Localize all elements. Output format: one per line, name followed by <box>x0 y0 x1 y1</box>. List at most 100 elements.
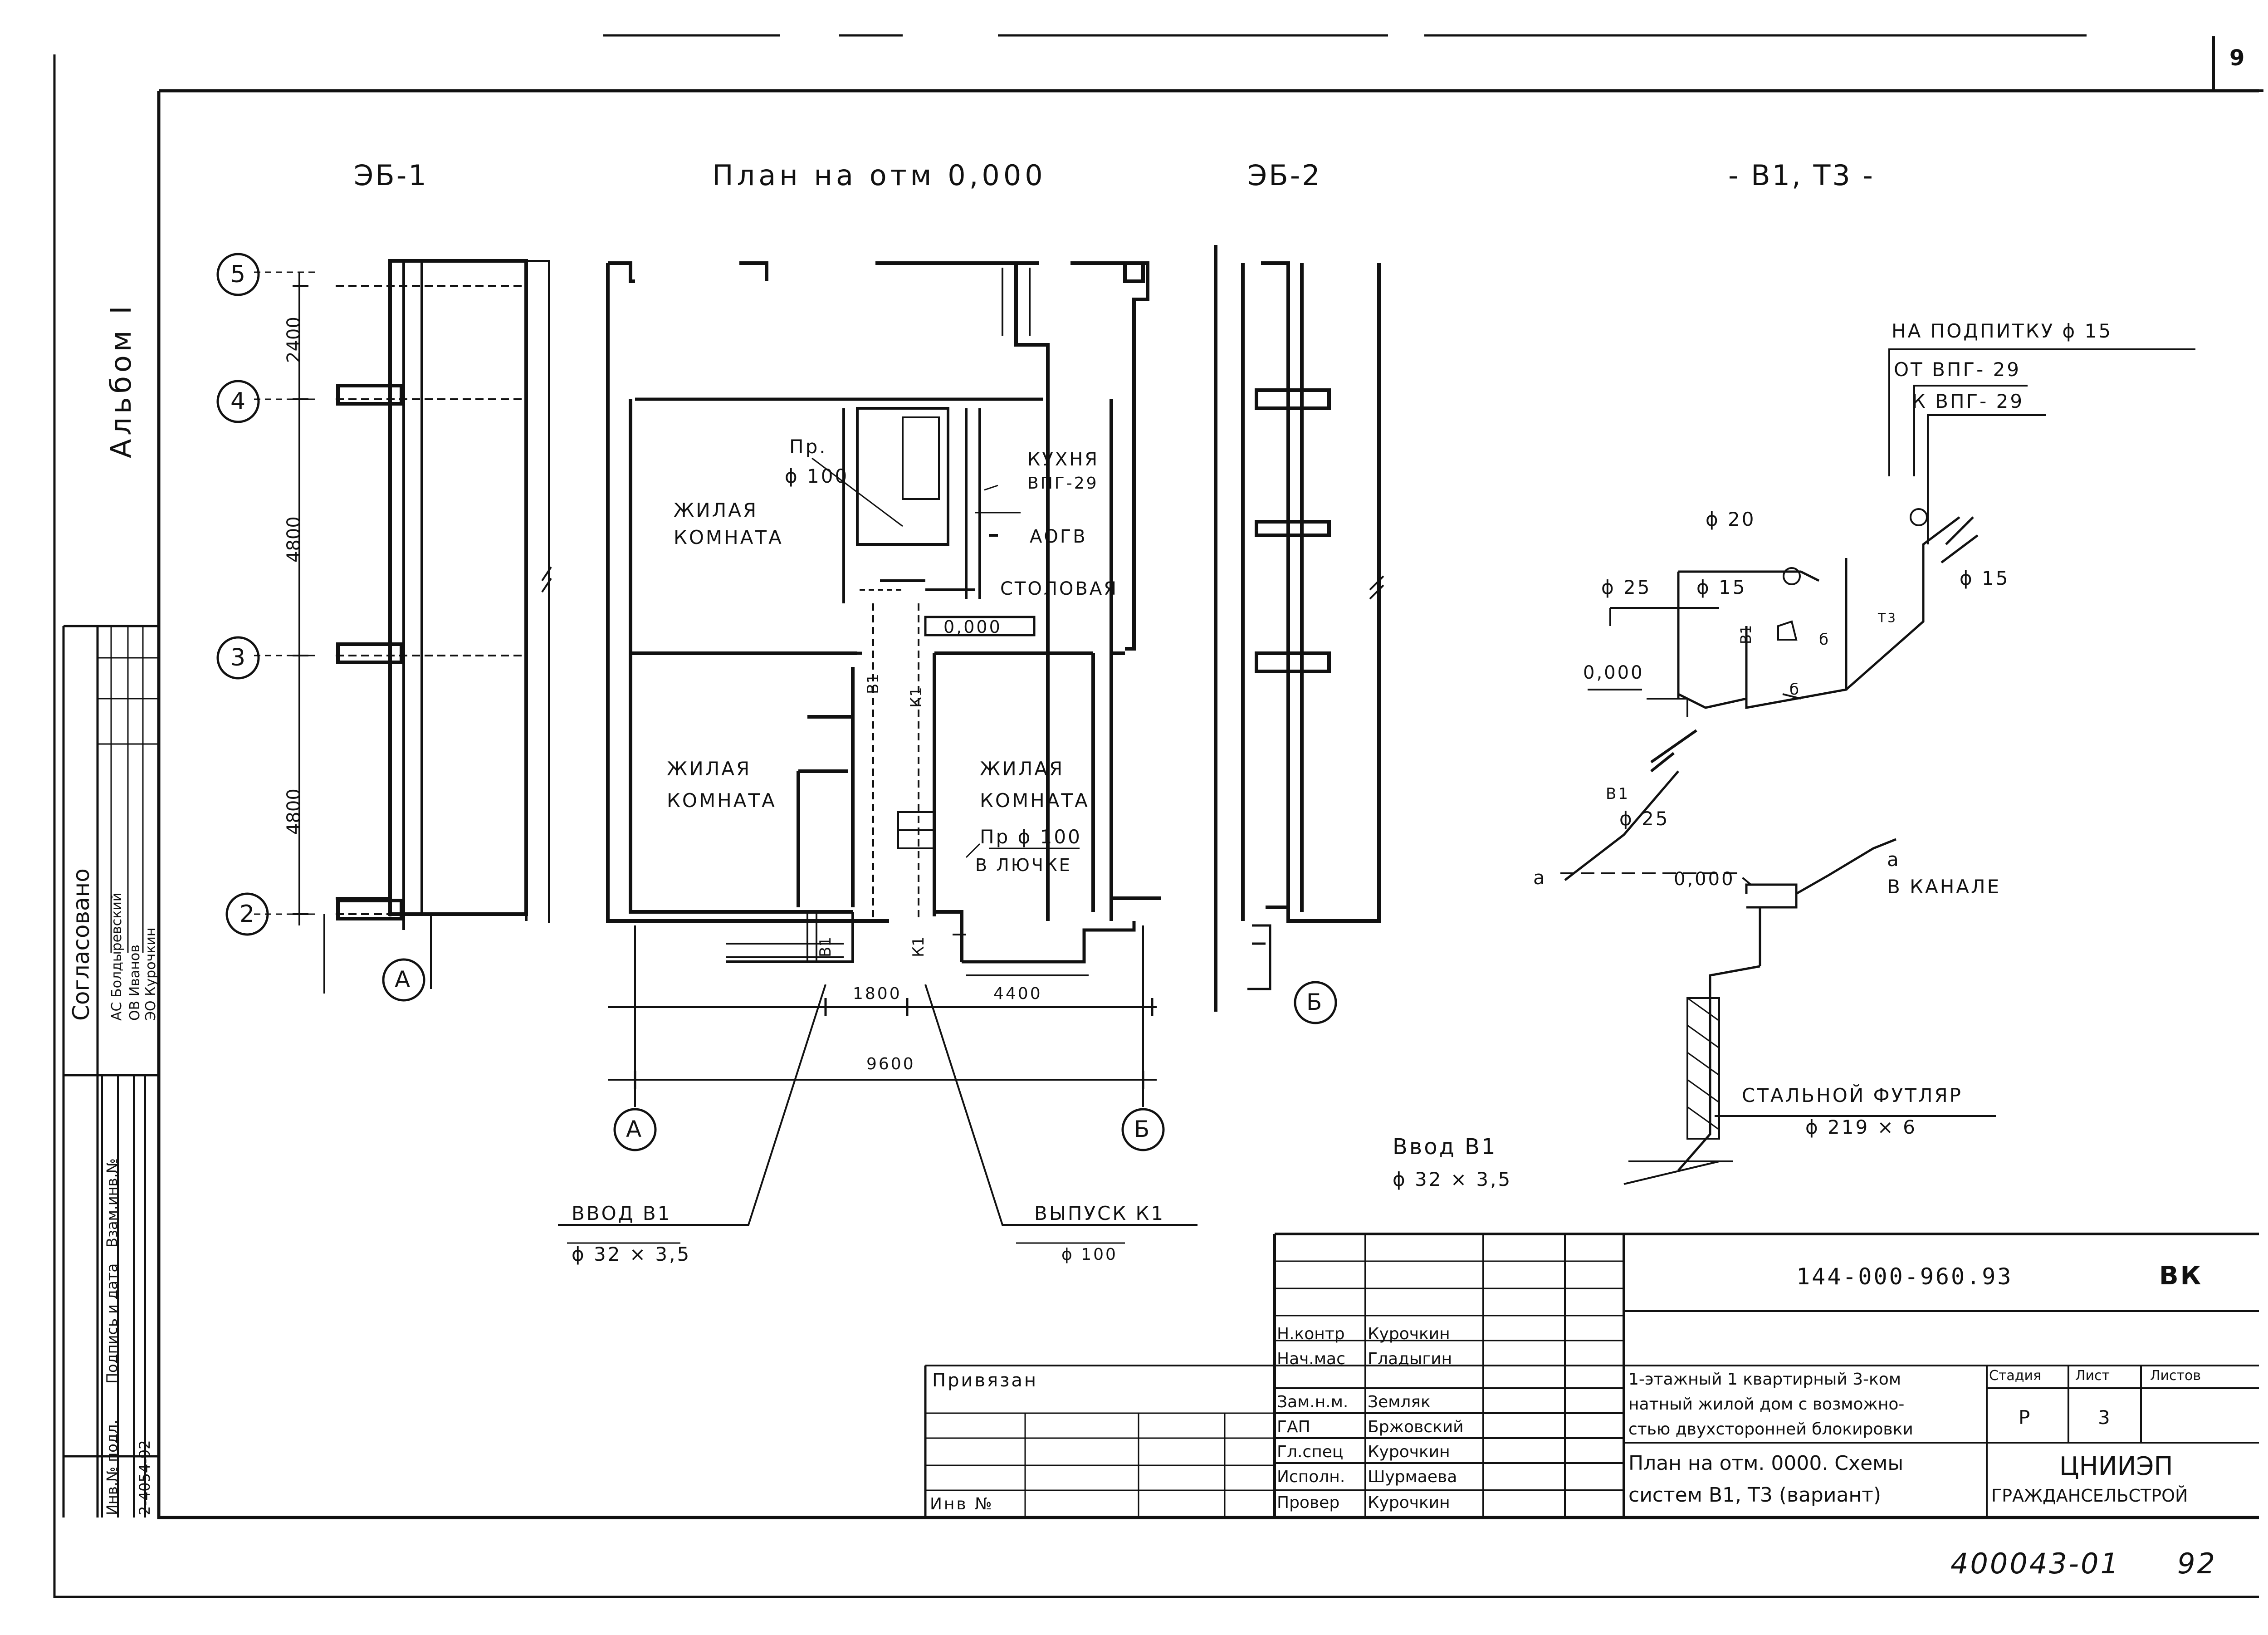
scheme-from-vpg: ОТ ВПГ- 29 <box>1894 358 2021 381</box>
side-row-eo: ЭО Курочкин <box>143 927 159 1021</box>
name-1: Курочкин <box>1368 1325 1450 1343</box>
scheme-section-a-right: а <box>1887 848 1901 871</box>
inv-label: Инв № <box>930 1495 994 1513</box>
list-value: 3 <box>2098 1406 2110 1429</box>
room-living2-line2: КОМНАТА <box>667 789 777 812</box>
drain-hatch-label: Пр ϕ 100 <box>980 826 1082 848</box>
doc-section: ВК <box>2159 1261 2203 1291</box>
axis-a-main: А <box>626 1116 644 1142</box>
side-inv-number: 2-4054-92 <box>136 1440 153 1515</box>
scheme-input-diameter: ϕ 32 × 3,5 <box>1393 1168 1512 1190</box>
name-7: Курочкин <box>1368 1493 1450 1512</box>
sheet-number: 9 <box>2229 45 2247 71</box>
scheme-level-upper: 0,000 <box>1583 662 1644 683</box>
side-podpis: Подпись и дата <box>103 1263 121 1384</box>
level-mark-plan: 0,000 <box>943 617 1002 637</box>
role-zam: Зам.н.м. <box>1277 1393 1349 1411</box>
list-header: Лист <box>2075 1368 2110 1384</box>
scheme-riser-t3: Т3 <box>1878 610 1897 625</box>
room-living2-line1: ЖИЛАЯ <box>667 758 752 780</box>
name-6: Шурмаева <box>1368 1468 1457 1486</box>
dim-4400: 4400 <box>993 984 1042 1003</box>
title-block <box>924 1233 2259 1518</box>
scheme-level-lower: 0,000 <box>1674 869 1735 890</box>
scheme-d15-right: ϕ 15 <box>1960 567 2010 589</box>
systems-scheme <box>1560 348 2195 1185</box>
input-b1-label: ВВОД В1 <box>572 1202 672 1224</box>
pipe-k1-label: К1 <box>907 687 925 708</box>
drain-hatch-note: В ЛЮЧКЕ <box>975 855 1072 875</box>
axis-b-main: Б <box>1134 1116 1152 1142</box>
privyazan-label: Привязан <box>932 1370 1038 1391</box>
title-eb2: ЭБ-2 <box>1247 159 1322 192</box>
role-gap: ГАП <box>1277 1418 1310 1436</box>
eb1-plan <box>216 253 552 1002</box>
side-vzam: Взам.инв.№ <box>103 1158 121 1248</box>
side-soglasovano: Согласовано <box>68 868 94 1021</box>
title-eb1: ЭБ-1 <box>354 159 428 192</box>
room-living1-line2: КОМНАТА <box>674 526 783 548</box>
scheme-riser-b1: В1 <box>1737 625 1755 644</box>
role-prover: Провер <box>1277 1493 1340 1512</box>
axis-2: 2 <box>240 901 257 928</box>
name-5: Курочкин <box>1368 1443 1450 1461</box>
scheme-mark-b1: б <box>1789 680 1801 699</box>
role-ispoln: Исполн. <box>1277 1468 1345 1486</box>
project-line2: натный жилой дом с возможно- <box>1628 1395 1905 1414</box>
title-systems: - В1, Т3 - <box>1728 159 1875 192</box>
scheme-steel-casing: СТАЛЬНОЙ ФУТЛЯР <box>1742 1084 1963 1106</box>
title-plan: План на отм 0,000 <box>712 159 1046 192</box>
org-name-1: ЦНИИЭП <box>2059 1452 2173 1481</box>
name-4: Бржовский <box>1368 1418 1464 1436</box>
footer-code: 400043-01 <box>1950 1547 2120 1580</box>
sheet-title-line2: систем В1, Т3 (вариант) <box>1628 1483 1881 1507</box>
axis-4: 4 <box>230 388 248 415</box>
dim-4800-a: 4800 <box>284 516 304 563</box>
axis-b-eb2: Б <box>1306 989 1324 1015</box>
scheme-section-a-left: а <box>1533 866 1547 889</box>
name-2: Гладыгин <box>1368 1350 1452 1368</box>
scheme-input-label: Ввод В1 <box>1393 1134 1497 1160</box>
role-n-kontr: Н.контр <box>1277 1325 1345 1343</box>
dim-1800: 1800 <box>853 984 902 1003</box>
side-inv-podl: Инв.№ подл. <box>103 1420 121 1515</box>
scheme-d25-lower: ϕ 25 <box>1619 808 1670 830</box>
lists-header: Листов <box>2150 1368 2201 1384</box>
dim-4800-b: 4800 <box>284 788 304 835</box>
stage-header: Стадия <box>1989 1368 2042 1384</box>
drain-label: Пр. <box>789 436 827 458</box>
scheme-d20: ϕ 20 <box>1706 508 1756 530</box>
scheme-casing-diameter: ϕ 219 × 6 <box>1805 1116 1917 1138</box>
main-plan <box>558 261 1198 1244</box>
room-kitchen: КУХНЯ <box>1027 449 1100 470</box>
pipe-b1-bottom: В1 <box>816 937 835 957</box>
role-nach: Нач.мас <box>1277 1350 1345 1368</box>
side-row-ov: ОВ Иванов <box>127 945 143 1021</box>
scheme-mark-b2: б <box>1819 631 1830 649</box>
dim-2400: 2400 <box>284 317 304 363</box>
pipe-b1-label: В1 <box>864 674 882 694</box>
pipe-k1-bottom: К1 <box>909 936 928 957</box>
scheme-podpitka: НА ПОДПИТКУ ϕ 15 <box>1892 320 2113 342</box>
outlet-k1-label: ВЫПУСК К1 <box>1034 1202 1165 1224</box>
axis-5: 5 <box>230 261 248 288</box>
project-line1: 1-этажный 1 квартирный 3-ком <box>1628 1370 1901 1389</box>
project-line3: стью двухсторонней блокировки <box>1628 1420 1913 1439</box>
outlet-k1-diameter: ϕ 100 <box>1061 1245 1118 1264</box>
dim-9600: 9600 <box>866 1055 915 1073</box>
scheme-in-channel: В КАНАЛЕ <box>1887 876 2001 898</box>
scheme-d25-top: ϕ 25 <box>1601 576 1652 598</box>
org-name-2: ГРАЖДАНСЕЛЬСТРОЙ <box>1991 1486 2188 1506</box>
stage-value: Р <box>2019 1406 2030 1429</box>
sheet-title-line1: План на отм. 0000. Схемы <box>1628 1452 1904 1475</box>
eb2-plan <box>1214 245 1384 1024</box>
side-row-as: АС Болдыревский <box>109 892 125 1021</box>
scheme-d15-left: ϕ 15 <box>1696 576 1747 598</box>
name-3: Земляк <box>1368 1393 1431 1411</box>
equipment-aogv: АОГВ <box>1030 526 1087 547</box>
room-living3-line1: ЖИЛАЯ <box>980 758 1065 780</box>
axis-3: 3 <box>230 644 248 671</box>
input-b1-diameter: ϕ 32 × 3,5 <box>572 1243 691 1265</box>
doc-code: 144-000-960.93 <box>1796 1263 2013 1290</box>
